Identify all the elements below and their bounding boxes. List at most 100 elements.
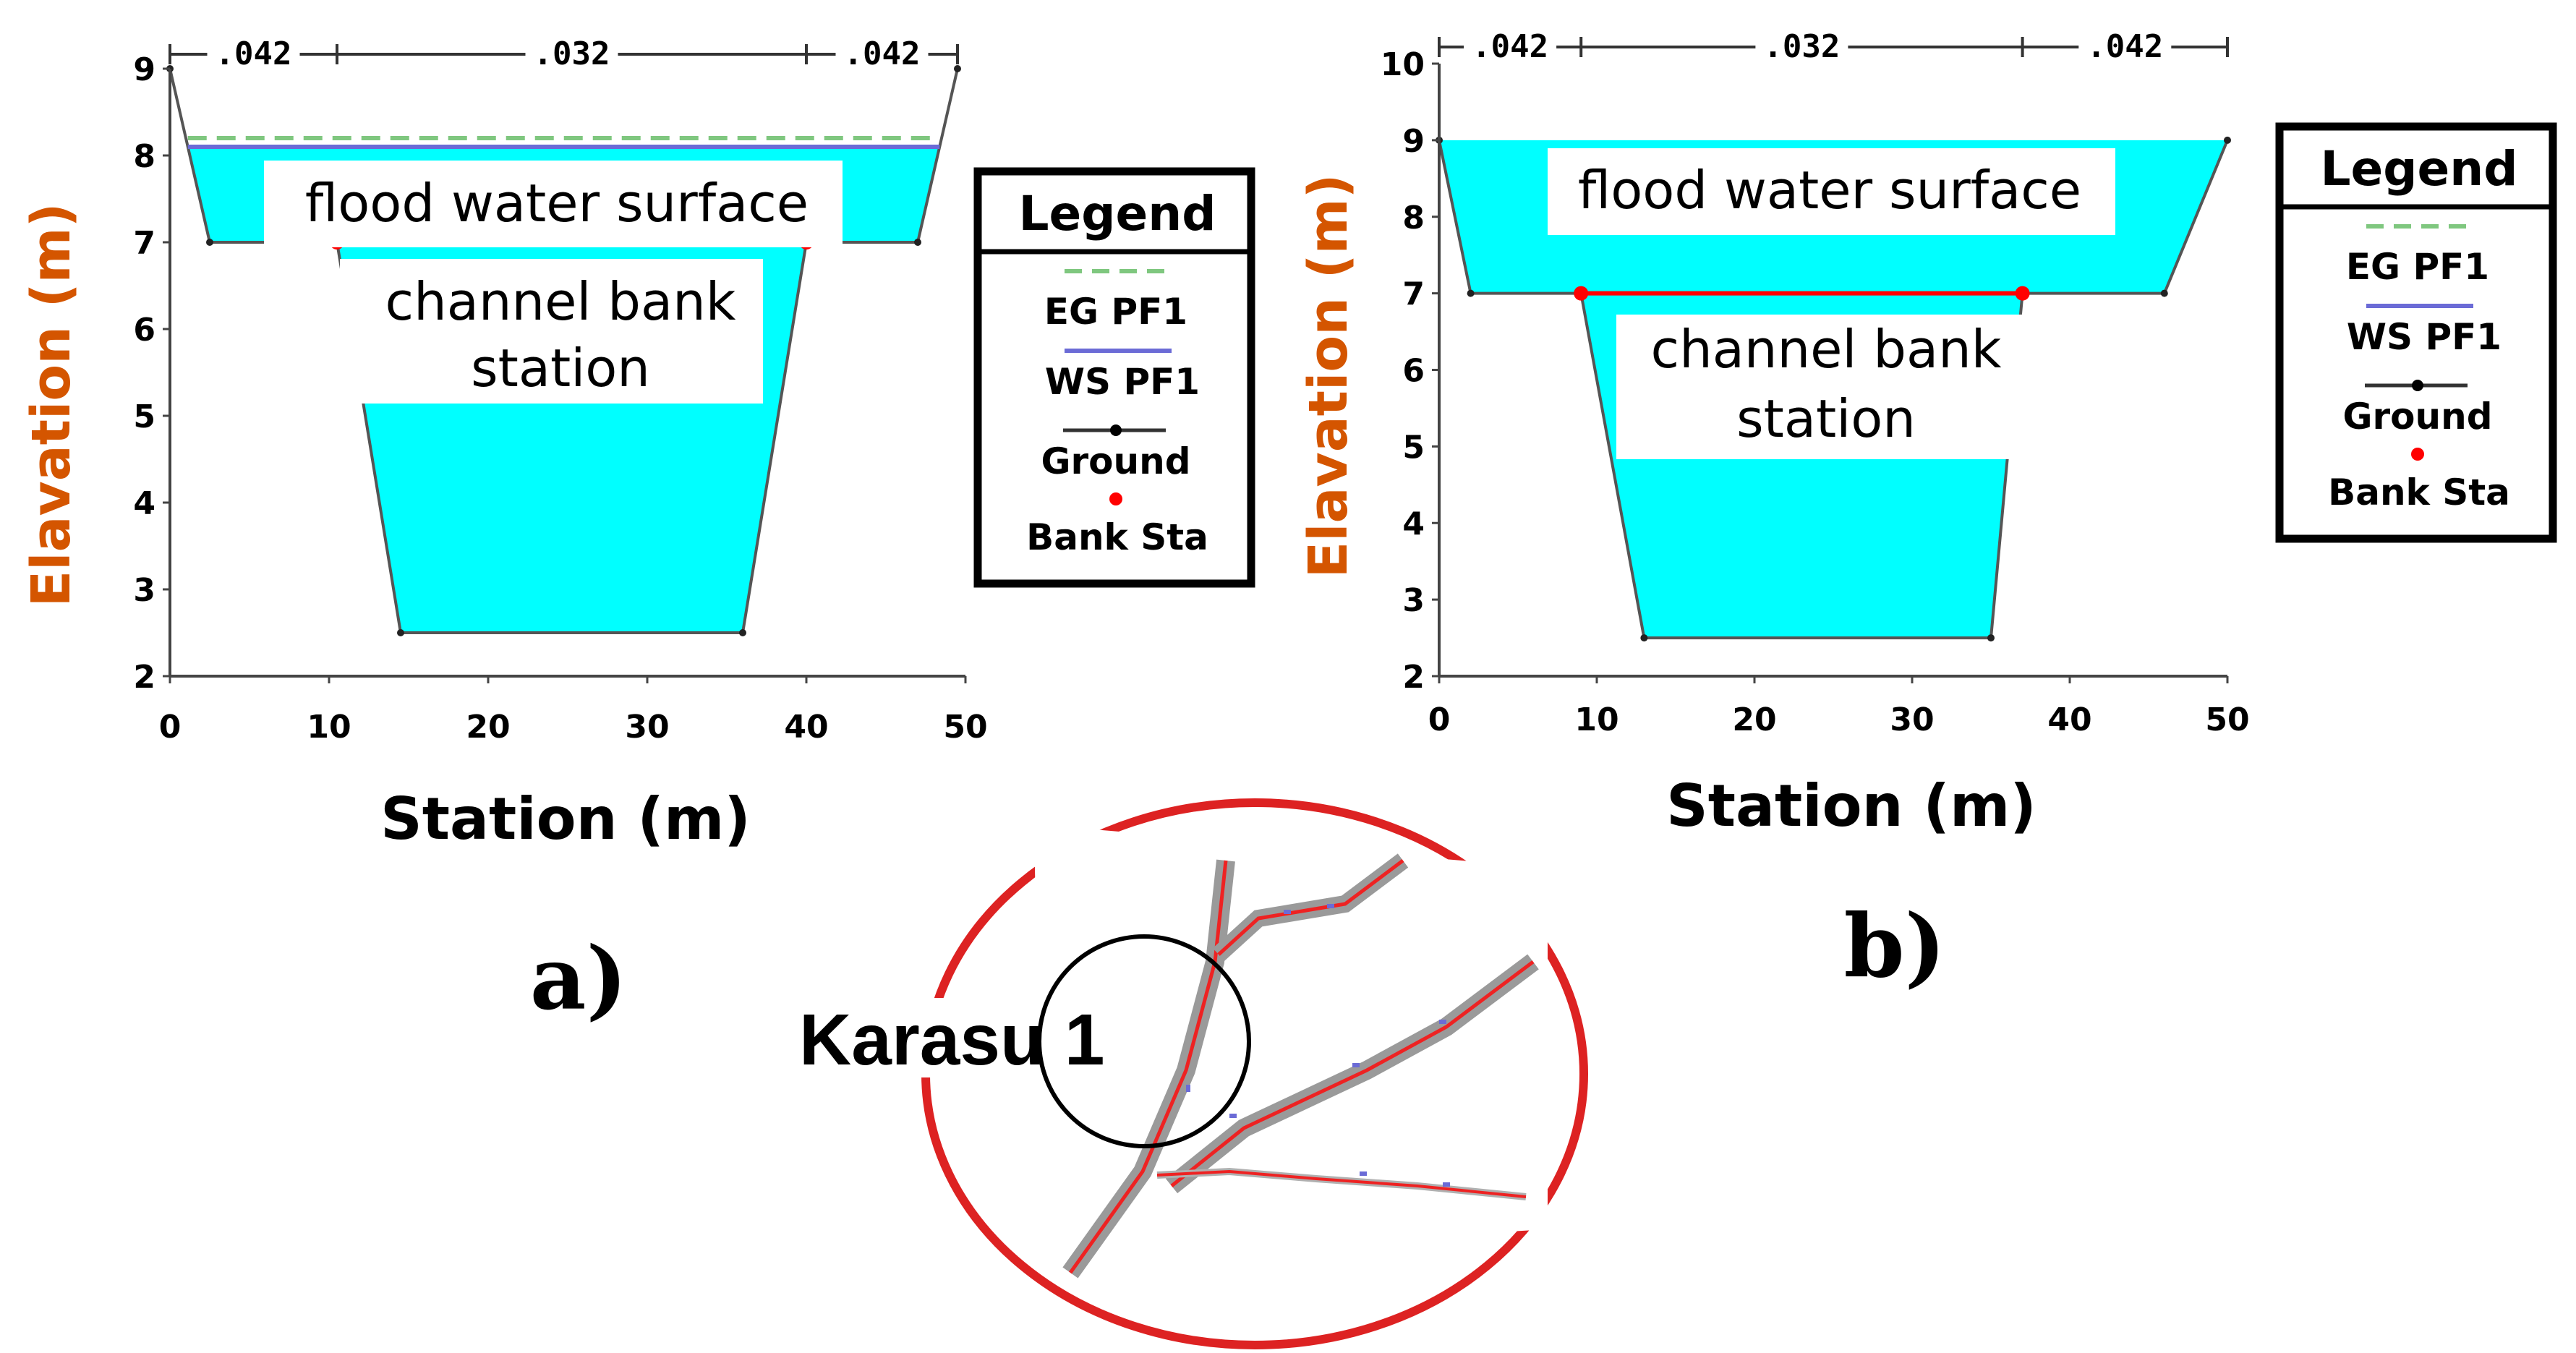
y-tick-label: 9	[1402, 123, 1425, 160]
ground-point	[1987, 634, 1995, 642]
legend-b-ground-label: Ground	[2342, 396, 2492, 438]
bank-station-point	[1574, 286, 1589, 301]
map-location-circle	[1037, 934, 1251, 1148]
y-tick-label: 6	[1402, 353, 1425, 390]
chart-a-xlabel: Station (m)	[380, 785, 751, 853]
chart-a-annotation-bank-line1: channel bank	[385, 271, 736, 332]
x-tick-label: 30	[1890, 701, 1934, 738]
chart-b-xlabel: Station (m)	[1666, 772, 2037, 840]
y-tick-label: 4	[133, 485, 155, 522]
legend-b-ws-label: WS PF1	[2347, 316, 2502, 358]
manning-label-bg	[835, 34, 929, 70]
y-tick-label: 3	[1402, 582, 1425, 619]
x-tick-label: 0	[1428, 701, 1451, 738]
ground-point	[739, 629, 746, 636]
y-tick-label: 4	[1402, 505, 1425, 542]
chart-b-panel-label: b)	[1844, 895, 1946, 997]
x-tick-label: 10	[307, 709, 351, 746]
chart-a-annotation-bank-line2: station	[471, 338, 650, 398]
chart-b-annotation-box-2	[1616, 315, 2036, 459]
chart-a-annotation-flood: flood water surface	[305, 173, 809, 234]
map-river-branch-se	[1156, 1167, 1527, 1200]
x-tick-label: 20	[466, 709, 510, 746]
manning-label-bg	[525, 34, 618, 70]
manning-n-label: .032	[1763, 28, 1840, 65]
map-cross-section-markers	[1186, 904, 1450, 1187]
x-tick-label: 40	[784, 709, 828, 746]
x-tick-label: 10	[1574, 701, 1618, 738]
y-tick-label: 8	[133, 138, 155, 175]
x-tick-label: 30	[625, 709, 669, 746]
map-river-branch-e	[1165, 954, 1539, 1194]
y-tick-label: 7	[133, 225, 155, 262]
ground-point	[914, 239, 921, 246]
legend-a-ground-dot	[1110, 424, 1122, 436]
legend-b-eg-label: EG PF1	[2346, 246, 2489, 288]
y-tick-label: 9	[133, 51, 155, 88]
y-tick-label: 3	[133, 572, 155, 609]
manning-n-label: .042	[216, 35, 292, 72]
y-tick-label: 5	[133, 398, 155, 435]
map-river-main	[1062, 859, 1235, 1279]
chart-a-panel-label: a)	[530, 928, 628, 1030]
legend-a-title: Legend	[1018, 186, 1216, 242]
x-tick-label: 50	[2205, 701, 2249, 738]
x-tick-label: 40	[2047, 701, 2091, 738]
legend-a-bank-label: Bank Sta	[1026, 516, 1208, 558]
y-tick-label: 5	[1402, 429, 1425, 466]
map-river-branch-ne	[1212, 853, 1409, 961]
y-tick-label: 10	[1381, 46, 1425, 83]
manning-label-bg	[207, 34, 300, 70]
chart-a-ylabel: Elavation (m)	[20, 203, 82, 607]
map-inset: Karasu 1	[792, 798, 1588, 1349]
manning-label-bg	[1755, 27, 1848, 63]
manning-n-label: .042	[2086, 28, 2163, 65]
chart-b-manning-bar: .042 .032 .042	[1438, 27, 2229, 65]
y-tick-label: 8	[1402, 200, 1425, 236]
chart-a-axes	[169, 69, 965, 678]
ground-point	[954, 65, 961, 72]
ground-point	[1640, 634, 1648, 642]
x-tick-label: 0	[159, 709, 182, 746]
manning-n-label: .042	[1472, 28, 1548, 65]
legend-b-title: Legend	[2320, 141, 2517, 197]
legend-a: Legend EG PF1 WS PF1 Ground Bank Sta	[973, 167, 1255, 588]
y-tick-label: 2	[133, 659, 155, 696]
chart-b-annotation-bank-line2: station	[1736, 388, 1916, 449]
chart-b-annotation-bank-line1: channel bank	[1651, 319, 2002, 380]
legend-a-ws-label: WS PF1	[1045, 361, 1200, 403]
chart-b-bank-stations	[1574, 286, 2030, 301]
ground-point	[2224, 136, 2231, 144]
chart-a-annotation-box-1	[264, 161, 843, 247]
chart-b-ylabel: Elavation (m)	[1297, 174, 1360, 579]
legend-a-frame	[973, 167, 1255, 588]
chart-a-manning-bar: .042.032.042	[169, 34, 959, 72]
manning-n-label: .042	[844, 35, 921, 72]
map-background	[1034, 824, 1548, 1258]
map-location-label: Karasu 1	[799, 999, 1104, 1080]
ground-point	[1467, 289, 1475, 297]
legend-a-eg-label: EG PF1	[1044, 291, 1187, 333]
manning-label-bg	[1464, 27, 1557, 63]
ground-point	[397, 629, 404, 636]
legend-b-ground-dot	[2412, 380, 2423, 391]
ground-point	[206, 239, 213, 246]
legend-a-bank-swatch	[1109, 492, 1122, 505]
x-tick-label: 20	[1732, 701, 1776, 738]
chart-a-annotation-box-2	[340, 259, 763, 404]
map-label-background	[792, 998, 1125, 1077]
legend-b-bank-label: Bank Sta	[2328, 471, 2510, 513]
legend-b-bank-swatch	[2411, 448, 2424, 461]
y-tick-label: 6	[133, 312, 155, 349]
ground-polyline	[1438, 140, 2229, 640]
manning-label-bg	[2078, 27, 2172, 63]
y-tick-label: 7	[1402, 276, 1425, 313]
chart-b-annotation-box-1	[1548, 148, 2115, 235]
chart-b-annotation-flood: flood water surface	[1578, 160, 2081, 221]
legend-b: Legend EG PF1 WS PF1 Ground Bank Sta	[2275, 122, 2557, 543]
